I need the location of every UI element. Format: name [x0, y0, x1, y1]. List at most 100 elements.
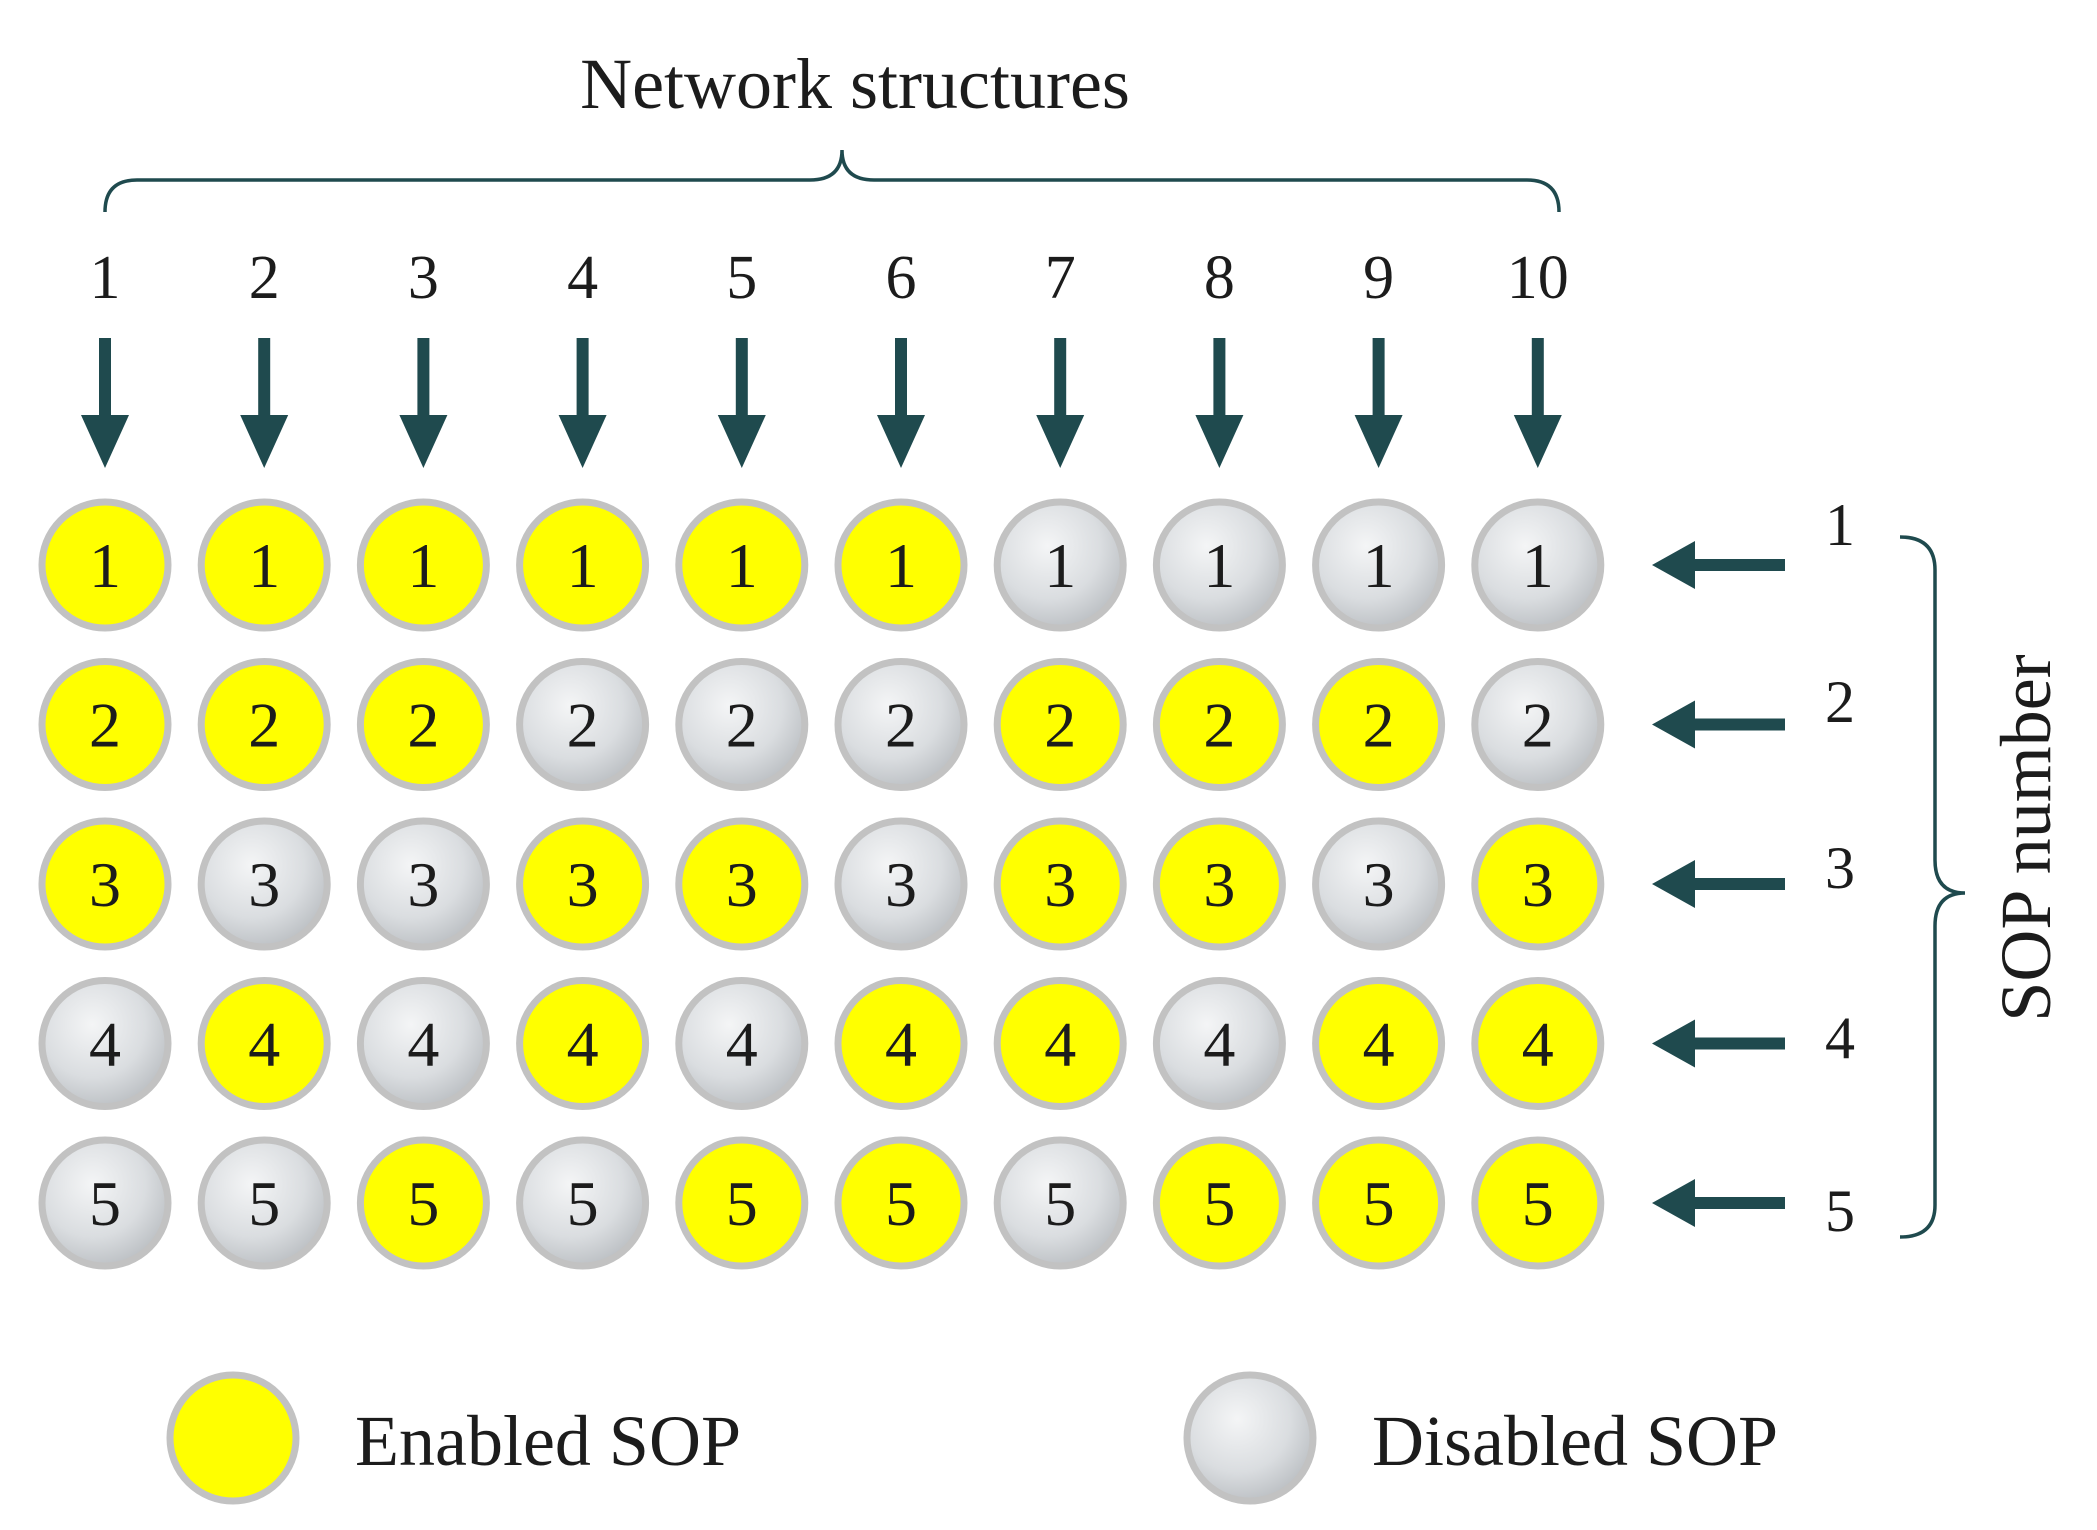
sop-circle-number: 5 [89, 1168, 121, 1239]
sop-circle-number: 4 [1203, 1009, 1235, 1080]
sop-circle [516, 1136, 650, 1270]
sop-circle-number: 1 [1522, 530, 1554, 601]
down-arrow [399, 338, 448, 468]
sop-circle [675, 977, 809, 1110]
sop-enabled: 2 [197, 658, 331, 791]
sop-circle-number: 4 [885, 1009, 917, 1080]
sop-circle-number: 5 [407, 1168, 439, 1239]
left-arrow [1652, 700, 1785, 749]
sop-circle-number: 1 [1363, 530, 1395, 601]
sop-enabled: 4 [197, 977, 331, 1110]
sop-circle-number: 2 [567, 690, 599, 761]
row-label: 3 [1825, 835, 1855, 901]
sop-circle [1312, 498, 1446, 632]
row-label: 2 [1825, 669, 1855, 735]
sop-circle [834, 817, 968, 951]
sop-enabled: 2 [38, 658, 172, 791]
sop-circle-number: 5 [248, 1168, 280, 1239]
sop-circle-number: 1 [89, 530, 121, 601]
sop-circle-number: 4 [407, 1009, 439, 1080]
sop-circle-number: 3 [1363, 849, 1395, 920]
sop-circle-number: 1 [567, 530, 599, 601]
sop-disabled: 4 [675, 977, 809, 1110]
column-label: 9 [1363, 244, 1394, 312]
legend-enabled-label: Enabled SOP [355, 1401, 741, 1481]
sop-enabled: 5 [1312, 1136, 1446, 1270]
sop-circle [38, 658, 172, 791]
sop-circle [1471, 1136, 1605, 1270]
sop-disabled: 1 [993, 498, 1127, 632]
sop-enabled: 1 [834, 498, 968, 632]
sop-circle-number: 5 [1044, 1168, 1076, 1239]
sop-circle-number: 5 [726, 1168, 758, 1239]
sop-circle [993, 817, 1127, 951]
sop-disabled: 1 [1471, 498, 1605, 632]
sop-circle-number: 3 [1044, 849, 1076, 920]
sop-circle [675, 1136, 809, 1270]
sop-circle [1471, 977, 1605, 1110]
sop-circle-number: 5 [1363, 1168, 1395, 1239]
column-arrows [81, 338, 1562, 468]
column-label: 6 [886, 244, 917, 312]
sop-enabled: 1 [675, 498, 809, 632]
sop-circle-number: 3 [567, 849, 599, 920]
sop-circle-number: 5 [1203, 1168, 1235, 1239]
legend-disabled-label: Disabled SOP [1372, 1401, 1778, 1481]
sop-circle-number: 2 [885, 690, 917, 761]
sop-circle [834, 658, 968, 791]
sop-circle [993, 977, 1127, 1110]
down-arrow [81, 338, 129, 468]
sop-enabled: 3 [1471, 817, 1605, 951]
row-label: 4 [1825, 1005, 1855, 1071]
sop-enabled: 2 [993, 658, 1127, 791]
down-arrow [1513, 338, 1562, 468]
sop-circle [1312, 817, 1446, 951]
sop-circle [197, 977, 331, 1110]
sop-circle [1152, 977, 1286, 1110]
sop-disabled: 2 [675, 658, 809, 791]
right-bracket [1899, 535, 1966, 1239]
column-label: 2 [249, 244, 280, 312]
sop-circle-number: 2 [726, 690, 758, 761]
down-arrow [558, 338, 607, 468]
left-arrow [1652, 1179, 1785, 1227]
sop-circle-number: 4 [1044, 1009, 1076, 1080]
sop-circle-number: 4 [1363, 1009, 1395, 1080]
sop-circle-number: 3 [89, 849, 121, 920]
sop-circle-number: 2 [407, 690, 439, 761]
sop-circle-number: 3 [1522, 849, 1554, 920]
sop-disabled: 3 [1312, 817, 1446, 951]
top-bracket [103, 149, 1561, 213]
legend-disabled-swatch [1183, 1371, 1317, 1505]
left-arrow [1652, 541, 1785, 589]
legend: Enabled SOP Disabled SOP [166, 1371, 1778, 1505]
sop-disabled: 4 [1152, 977, 1286, 1110]
column-label: 5 [726, 244, 757, 312]
sop-circle [356, 1136, 490, 1270]
sop-circle [1312, 658, 1446, 791]
sop-disabled: 5 [197, 1136, 331, 1270]
down-arrow [1354, 338, 1403, 468]
sop-circle-number: 4 [248, 1009, 280, 1080]
sop-enabled: 2 [356, 658, 490, 791]
sop-circle-number: 1 [248, 530, 280, 601]
sop-circle [1312, 977, 1446, 1110]
sop-circle [197, 817, 331, 951]
sop-enabled: 3 [516, 817, 650, 951]
left-arrow [1652, 860, 1785, 908]
sop-circle-number: 1 [726, 530, 758, 601]
sop-circle [1152, 817, 1286, 951]
sop-circle [1471, 658, 1605, 791]
legend-enabled-swatch [166, 1371, 300, 1505]
sop-circle [516, 498, 650, 632]
sop-circle-number: 2 [1522, 690, 1554, 761]
sop-circle [197, 658, 331, 791]
side-label-sop-number: SOP number [1986, 654, 2066, 1021]
sop-circle-number: 3 [726, 849, 758, 920]
sop-circle [1152, 1136, 1286, 1270]
row-label: 1 [1825, 492, 1855, 558]
column-label: 3 [408, 244, 439, 312]
